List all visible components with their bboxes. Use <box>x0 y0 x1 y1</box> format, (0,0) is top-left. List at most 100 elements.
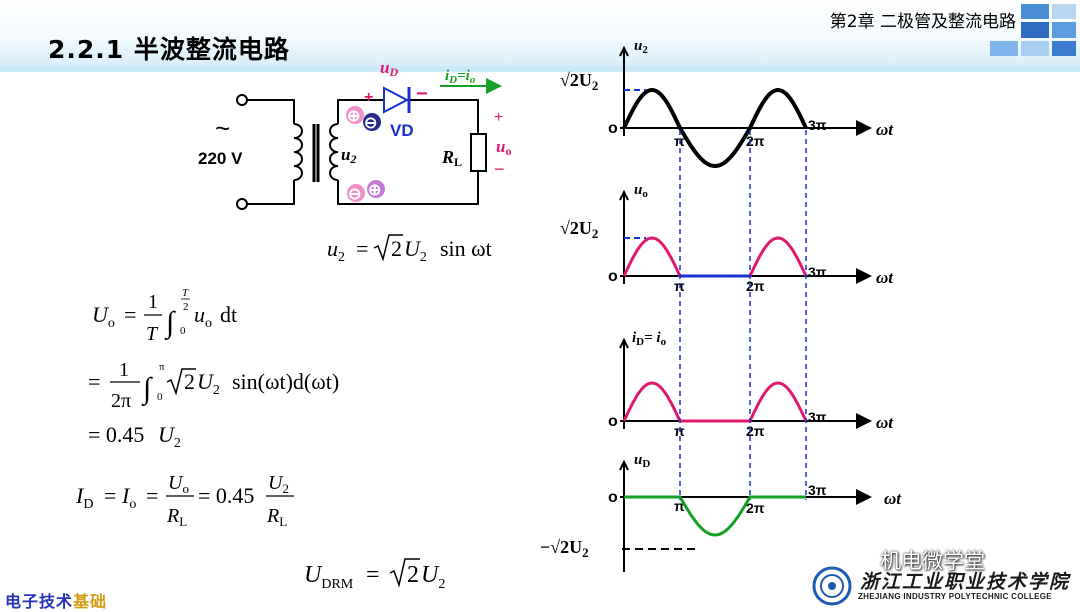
svg-text:∫: ∫ <box>141 372 153 407</box>
svg-text:U2: U2 <box>158 422 181 451</box>
ac-symbol: ~ <box>215 113 230 143</box>
equations: u2 = 2 U2 sin ωt Uo = 1 T ∫ T 2 0 uo dt … <box>75 234 492 592</box>
svg-text:0: 0 <box>180 325 186 337</box>
college-name-cn: 浙江工业职业技术学院 <box>860 571 1071 593</box>
diode-symbol <box>383 86 410 114</box>
polarity-plus-bottom: ⊕ <box>368 182 381 199</box>
integral-sign: ∫ <box>164 306 176 341</box>
svg-text:UDRM: UDRM <box>304 562 354 592</box>
primary-coil <box>293 123 303 182</box>
svg-text:U2: U2 <box>197 369 220 398</box>
svg-text:U2: U2 <box>404 236 427 265</box>
y-axis-label: u2 <box>634 38 648 56</box>
svg-text:Uo: Uo <box>168 472 189 496</box>
svg-text:π: π <box>159 361 165 373</box>
college-name-en: ZHEJIANG INDUSTRY POLYTECHNIC COLLEGE <box>858 592 1052 601</box>
svg-text:=: = <box>356 236 368 261</box>
svg-text:1: 1 <box>148 291 158 313</box>
equation-uo-substituted: = 1 2π ∫ π 0 2 U2 sin(ωt)d(ωt) <box>88 359 339 412</box>
y-axis-label: uo <box>634 182 648 200</box>
svg-text:2: 2 <box>407 562 419 588</box>
svg-text:0: 0 <box>157 391 163 403</box>
svg-text:T: T <box>182 287 189 299</box>
neg-peak-label: −√2U2 <box>540 537 589 560</box>
page-title: 2.2.1 半波整流电路 <box>48 35 290 64</box>
tick-label-2pi: 2π <box>746 423 765 439</box>
polarity-minus-top: ⊖ <box>364 115 377 132</box>
svg-text:2: 2 <box>184 369 195 394</box>
tick-label-pi: π <box>674 498 685 514</box>
header-divider <box>0 66 1080 72</box>
svg-text:sin(ωt)d(ωt): sin(ωt)d(ωt) <box>232 369 339 394</box>
svg-text:=: = <box>88 369 100 394</box>
wechat-icon <box>850 549 878 570</box>
svg-text:=: = <box>104 483 116 508</box>
svg-text:2: 2 <box>183 301 189 313</box>
origin-label: o <box>608 120 618 137</box>
y-axis-arrow <box>619 45 629 57</box>
source-voltage-label: 220 V <box>198 149 243 168</box>
load-resistor <box>470 133 487 172</box>
svg-text:RL: RL <box>266 505 287 529</box>
equation-udrm: UDRM = 2 U2 <box>304 558 445 592</box>
diode-label: VD <box>390 121 414 140</box>
x-axis-label: ωt <box>876 268 894 287</box>
y-axis-label: uD <box>634 452 650 470</box>
svg-text:=: = <box>366 562 380 588</box>
svg-text:Uo: Uo <box>92 302 115 331</box>
tick-label-2pi: 2π <box>746 278 765 294</box>
svg-text:1: 1 <box>119 359 129 381</box>
equation-u2: u2 = 2 U2 sin ωt <box>327 234 492 265</box>
course-name: 电子技术基础 <box>5 592 108 611</box>
y-axis-arrow <box>619 337 629 349</box>
origin-label: o <box>608 268 618 285</box>
equation-id: ID = Io = Uo RL = 0.45 U2 RL <box>75 472 294 529</box>
input-terminal-bottom <box>236 198 248 210</box>
origin-label: o <box>608 489 618 506</box>
equation-uo-result: = 0.45 U2 <box>88 422 181 451</box>
svg-text:U2: U2 <box>421 562 445 592</box>
y-axis-label: iD= io <box>632 330 667 348</box>
uo-waveform <box>622 236 808 278</box>
watermark-text: 机电微学堂 <box>880 549 985 573</box>
svg-text:=: = <box>124 302 136 327</box>
tick-label-2pi: 2π <box>746 133 765 149</box>
peak-label: √2U2 <box>560 70 598 93</box>
tick-label-3pi: 3π <box>808 117 827 133</box>
tick-label-3pi: 3π <box>808 409 827 425</box>
secondary-coil <box>329 123 339 181</box>
tick-label-3pi: 3π <box>808 482 827 498</box>
circuit-labels: ~ 220 V u2 uD + − VD iD=io RL + uo − <box>198 58 511 179</box>
load-label: RL <box>441 147 462 169</box>
polarity-plus-top: ⊕ <box>347 108 360 125</box>
tick-label-3pi: 3π <box>808 264 827 280</box>
u2-waveform <box>622 87 808 169</box>
tick-label-2pi: 2π <box>746 500 765 516</box>
equation-uo-definition: Uo = 1 T ∫ T 2 0 uo dt <box>92 287 237 345</box>
polarity-minus-bottom: ⊖ <box>348 186 361 203</box>
input-terminal-top <box>236 94 248 106</box>
output-plus: + <box>494 109 503 126</box>
y-axis-arrow <box>619 459 629 471</box>
diode-plus: + <box>364 89 373 106</box>
svg-text:RL: RL <box>166 505 187 529</box>
svg-text:= 0.45: = 0.45 <box>88 422 144 447</box>
x-axis-label: ωt <box>884 489 902 508</box>
svg-text:2π: 2π <box>111 390 131 412</box>
header-band <box>0 0 1080 66</box>
svg-text:ID: ID <box>75 483 93 512</box>
college-logo <box>812 566 852 606</box>
svg-text:u2: u2 <box>327 236 345 265</box>
x-axis-label: ωt <box>876 120 894 139</box>
origin-label: o <box>608 413 618 430</box>
y-axis-arrow <box>619 189 629 201</box>
svg-text:uo: uo <box>194 302 212 331</box>
svg-text:dt: dt <box>220 302 237 327</box>
svg-text:=: = <box>146 483 158 508</box>
secondary-voltage-label: u2 <box>341 145 356 166</box>
iD-waveform <box>622 381 808 423</box>
svg-text:T: T <box>146 323 159 345</box>
polarity-markers: ⊕ ⊖ ⊖ ⊕ <box>346 106 385 203</box>
svg-text:sin ωt: sin ωt <box>440 236 492 261</box>
